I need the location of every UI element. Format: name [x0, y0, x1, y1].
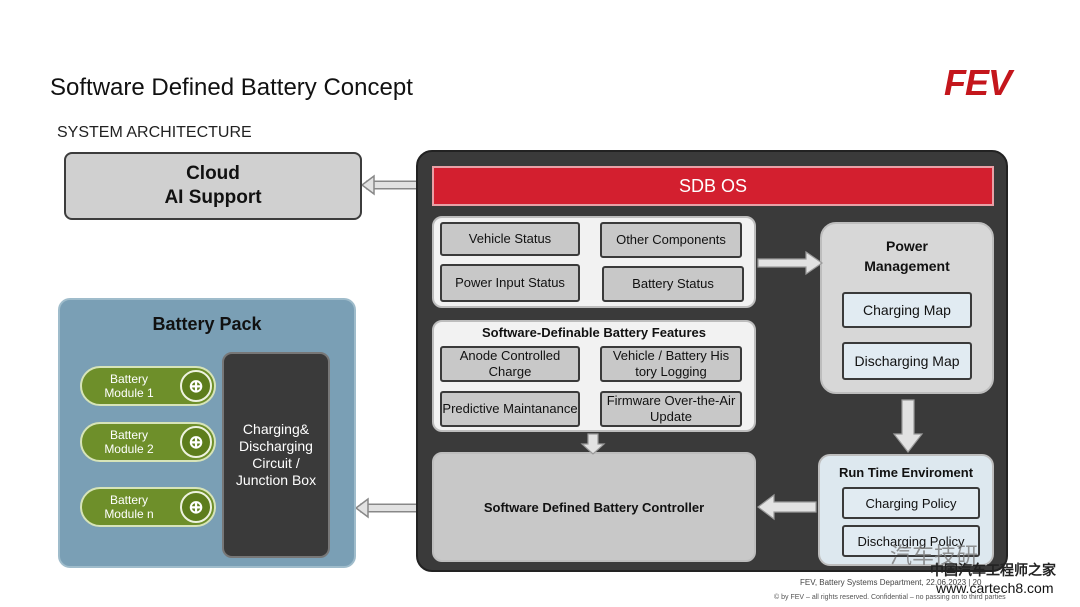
page-title: Software Defined Battery Concept	[50, 74, 413, 101]
battery-terminal-icon: ⊕	[180, 491, 212, 523]
battery-controller-box: Software Defined Battery Controller	[432, 452, 756, 562]
other-components-box: Other Components	[600, 222, 742, 258]
sdb-os-banner: SDB OS	[432, 166, 994, 206]
cloud-ai-box: Cloud AI Support	[64, 152, 362, 220]
footer-department: FEV, Battery Systems Department, 22.06.2…	[800, 578, 982, 587]
battery-pack-title: Battery Pack	[152, 314, 262, 334]
power-input-status-box: Power Input Status	[440, 264, 580, 302]
predictive-maintenance-box: Predictive Maintanance	[440, 391, 580, 427]
module-label: Battery	[109, 372, 148, 386]
vehicle-status-box: Vehicle Status	[440, 222, 580, 256]
module-label: Battery	[109, 493, 148, 507]
battery-status-box: Battery Status	[602, 266, 744, 302]
ai-support-label: AI Support	[164, 187, 262, 208]
pm-title-line: Management	[864, 258, 950, 274]
features-title: Software-Definable Battery Features	[482, 325, 706, 340]
module-label: Battery	[109, 428, 148, 442]
arrow-runtime-to-controller	[757, 493, 817, 521]
battery-terminal-icon: ⊕	[180, 426, 212, 458]
discharging-map-box: Discharging Map	[842, 342, 972, 380]
cloud-label: Cloud	[186, 163, 240, 184]
footer-copyright: © by FEV – all rights reserved. Confiden…	[774, 594, 1006, 601]
watermark-site-cn: 中国汽车工程师之家	[930, 562, 1056, 578]
anode-charge-box: Anode Controlled Charge	[440, 346, 580, 382]
history-logging-box: Vehicle / Battery His tory Logging	[600, 346, 742, 382]
watermark-url: www.cartech8.com	[936, 580, 1054, 596]
pm-title-line: Power	[885, 238, 928, 254]
charging-policy-box: Charging Policy	[842, 487, 980, 519]
arrow-pm-to-runtime	[892, 399, 924, 453]
discharging-policy-box: Discharging Policy	[842, 525, 980, 557]
runtime-title: Run Time Enviroment	[838, 465, 974, 480]
module-label: Module 1	[104, 386, 154, 400]
battery-terminal-icon: ⊕	[180, 370, 212, 402]
charging-map-box: Charging Map	[842, 292, 972, 328]
arrow-status-to-pm	[757, 250, 824, 276]
firmware-ota-box: Firmware Over-the-Air Update	[600, 391, 742, 427]
module-label: Module 2	[104, 442, 154, 456]
fev-logo: FEV	[944, 62, 1012, 103]
arrow-features-to-controller	[580, 433, 606, 455]
watermark-brand: 汽车技研	[890, 543, 979, 568]
junction-box: Charging& Discharging Circuit / Junction…	[222, 352, 330, 558]
power-management-title: Power Management	[820, 236, 994, 276]
module-label: Module n	[104, 507, 154, 521]
page-subtitle: SYSTEM ARCHITECTURE	[57, 124, 252, 141]
